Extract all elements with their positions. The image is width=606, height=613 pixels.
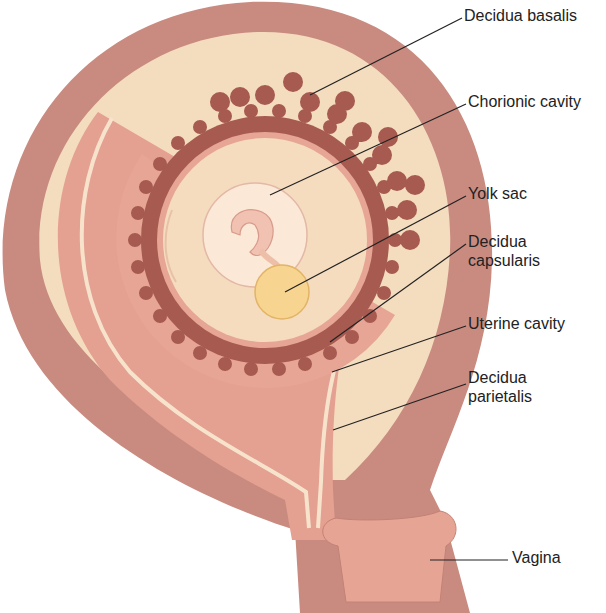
uterine-wall xyxy=(3,2,493,613)
chorionic-villi xyxy=(128,72,425,376)
part-label: Decidua parietalis xyxy=(468,368,568,406)
vagina-region xyxy=(323,511,456,602)
leader-line xyxy=(310,18,462,95)
leader-line xyxy=(333,384,466,430)
chorionic-cavity xyxy=(163,138,367,342)
part-label: Uterine cavity xyxy=(468,314,604,333)
yolk-sac xyxy=(255,265,309,319)
chorion-inner-edge xyxy=(157,132,373,348)
embryo xyxy=(231,210,273,256)
leader-line xyxy=(332,326,466,372)
part-label: Decidua capsularis xyxy=(468,232,568,270)
cavity-fold-line xyxy=(166,210,176,282)
leader-line xyxy=(285,196,466,292)
part-label: Yolk sac xyxy=(468,184,598,203)
leader-line xyxy=(270,104,466,195)
part-label: Vagina xyxy=(512,548,602,567)
part-label: Decidua basalis xyxy=(464,6,604,25)
leader-line xyxy=(330,244,466,342)
part-label: Chorionic cavity xyxy=(468,92,604,111)
leader-line xyxy=(430,559,508,560)
